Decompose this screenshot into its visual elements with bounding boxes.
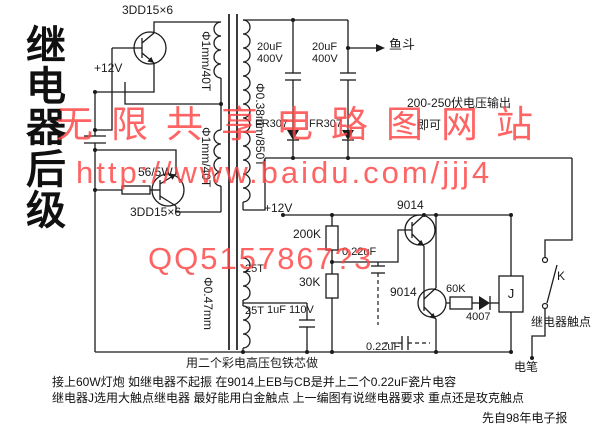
- resistor-200k-label: 200K: [293, 227, 322, 241]
- resistor-60k-label: 60K: [446, 283, 466, 295]
- feedback-turns-2-label: 25T: [245, 305, 264, 317]
- supply-left-label: +12V: [94, 61, 123, 75]
- cap4-label: 0.22uF: [366, 341, 401, 353]
- diode1-label: FR307: [255, 118, 289, 130]
- diode2-label: FR307: [309, 118, 343, 130]
- q1-label: 3DD15×6: [122, 3, 174, 17]
- probe-label: 电笔: [514, 360, 539, 374]
- relay-contact-label: 继电器触点: [531, 315, 592, 329]
- output-top-label: 鱼斗: [389, 37, 416, 52]
- resistor-30k-label: 30K: [299, 275, 321, 289]
- primary-winding-1-label: Φ1mm/40T: [199, 31, 213, 92]
- cap1-voltage-label: 400V: [257, 53, 283, 65]
- core-note: 用二个彩电高压包铁芯做: [186, 356, 319, 370]
- q2-label: 3DD15×6: [130, 205, 182, 219]
- relay-label: J: [507, 286, 515, 301]
- feedback-turns-1-label: 25T: [245, 263, 264, 275]
- cap2-voltage-label: 400V: [312, 53, 338, 65]
- transformer: [213, 14, 251, 352]
- cap1-label: 20uF: [257, 41, 283, 53]
- switch-label: K: [557, 269, 566, 283]
- oscillator-stage: [84, 21, 223, 352]
- supply-right-label: +12V: [264, 201, 293, 215]
- output-note-line2: 即可: [417, 118, 442, 132]
- source-note: 先自98年电子报: [482, 411, 568, 425]
- cap2-label: 20uF: [312, 41, 338, 53]
- base-resistor-label: 56/5W: [138, 165, 173, 179]
- relay-driver-stage: [95, 213, 524, 354]
- output-note-line1: 200-250伏电压输出: [407, 96, 512, 110]
- rectifier-stage: [242, 18, 572, 211]
- cap3-label: 0.22uF: [342, 246, 377, 258]
- watermark-line-1: 无限共享电路图网站: [56, 104, 551, 145]
- note-line-2: 继电器J选用大触点继电器 最好能用白金触点 上一编图有说继电器要求 重点还是玫克…: [52, 391, 525, 405]
- page-title: 继电器后级: [26, 24, 66, 233]
- cap5-label: 1uF 110V: [267, 304, 314, 316]
- q4-label: 9014: [390, 285, 417, 299]
- watermark-line-3: QQ5157867?3: [148, 241, 374, 276]
- hv-output-and-contacts: [530, 158, 573, 360]
- watermark-line-2: http://www.baidu.com/jjj4: [76, 155, 493, 190]
- feedback-wire-label: Φ0.47mm: [201, 277, 215, 330]
- note-line-1: 接上60W灯炮 如继电器不起振 在9014上EB与CB是并上二个0.22uF瓷片…: [52, 375, 457, 389]
- q3-label: 9014: [397, 198, 424, 212]
- diode3-label: 4007: [466, 311, 491, 323]
